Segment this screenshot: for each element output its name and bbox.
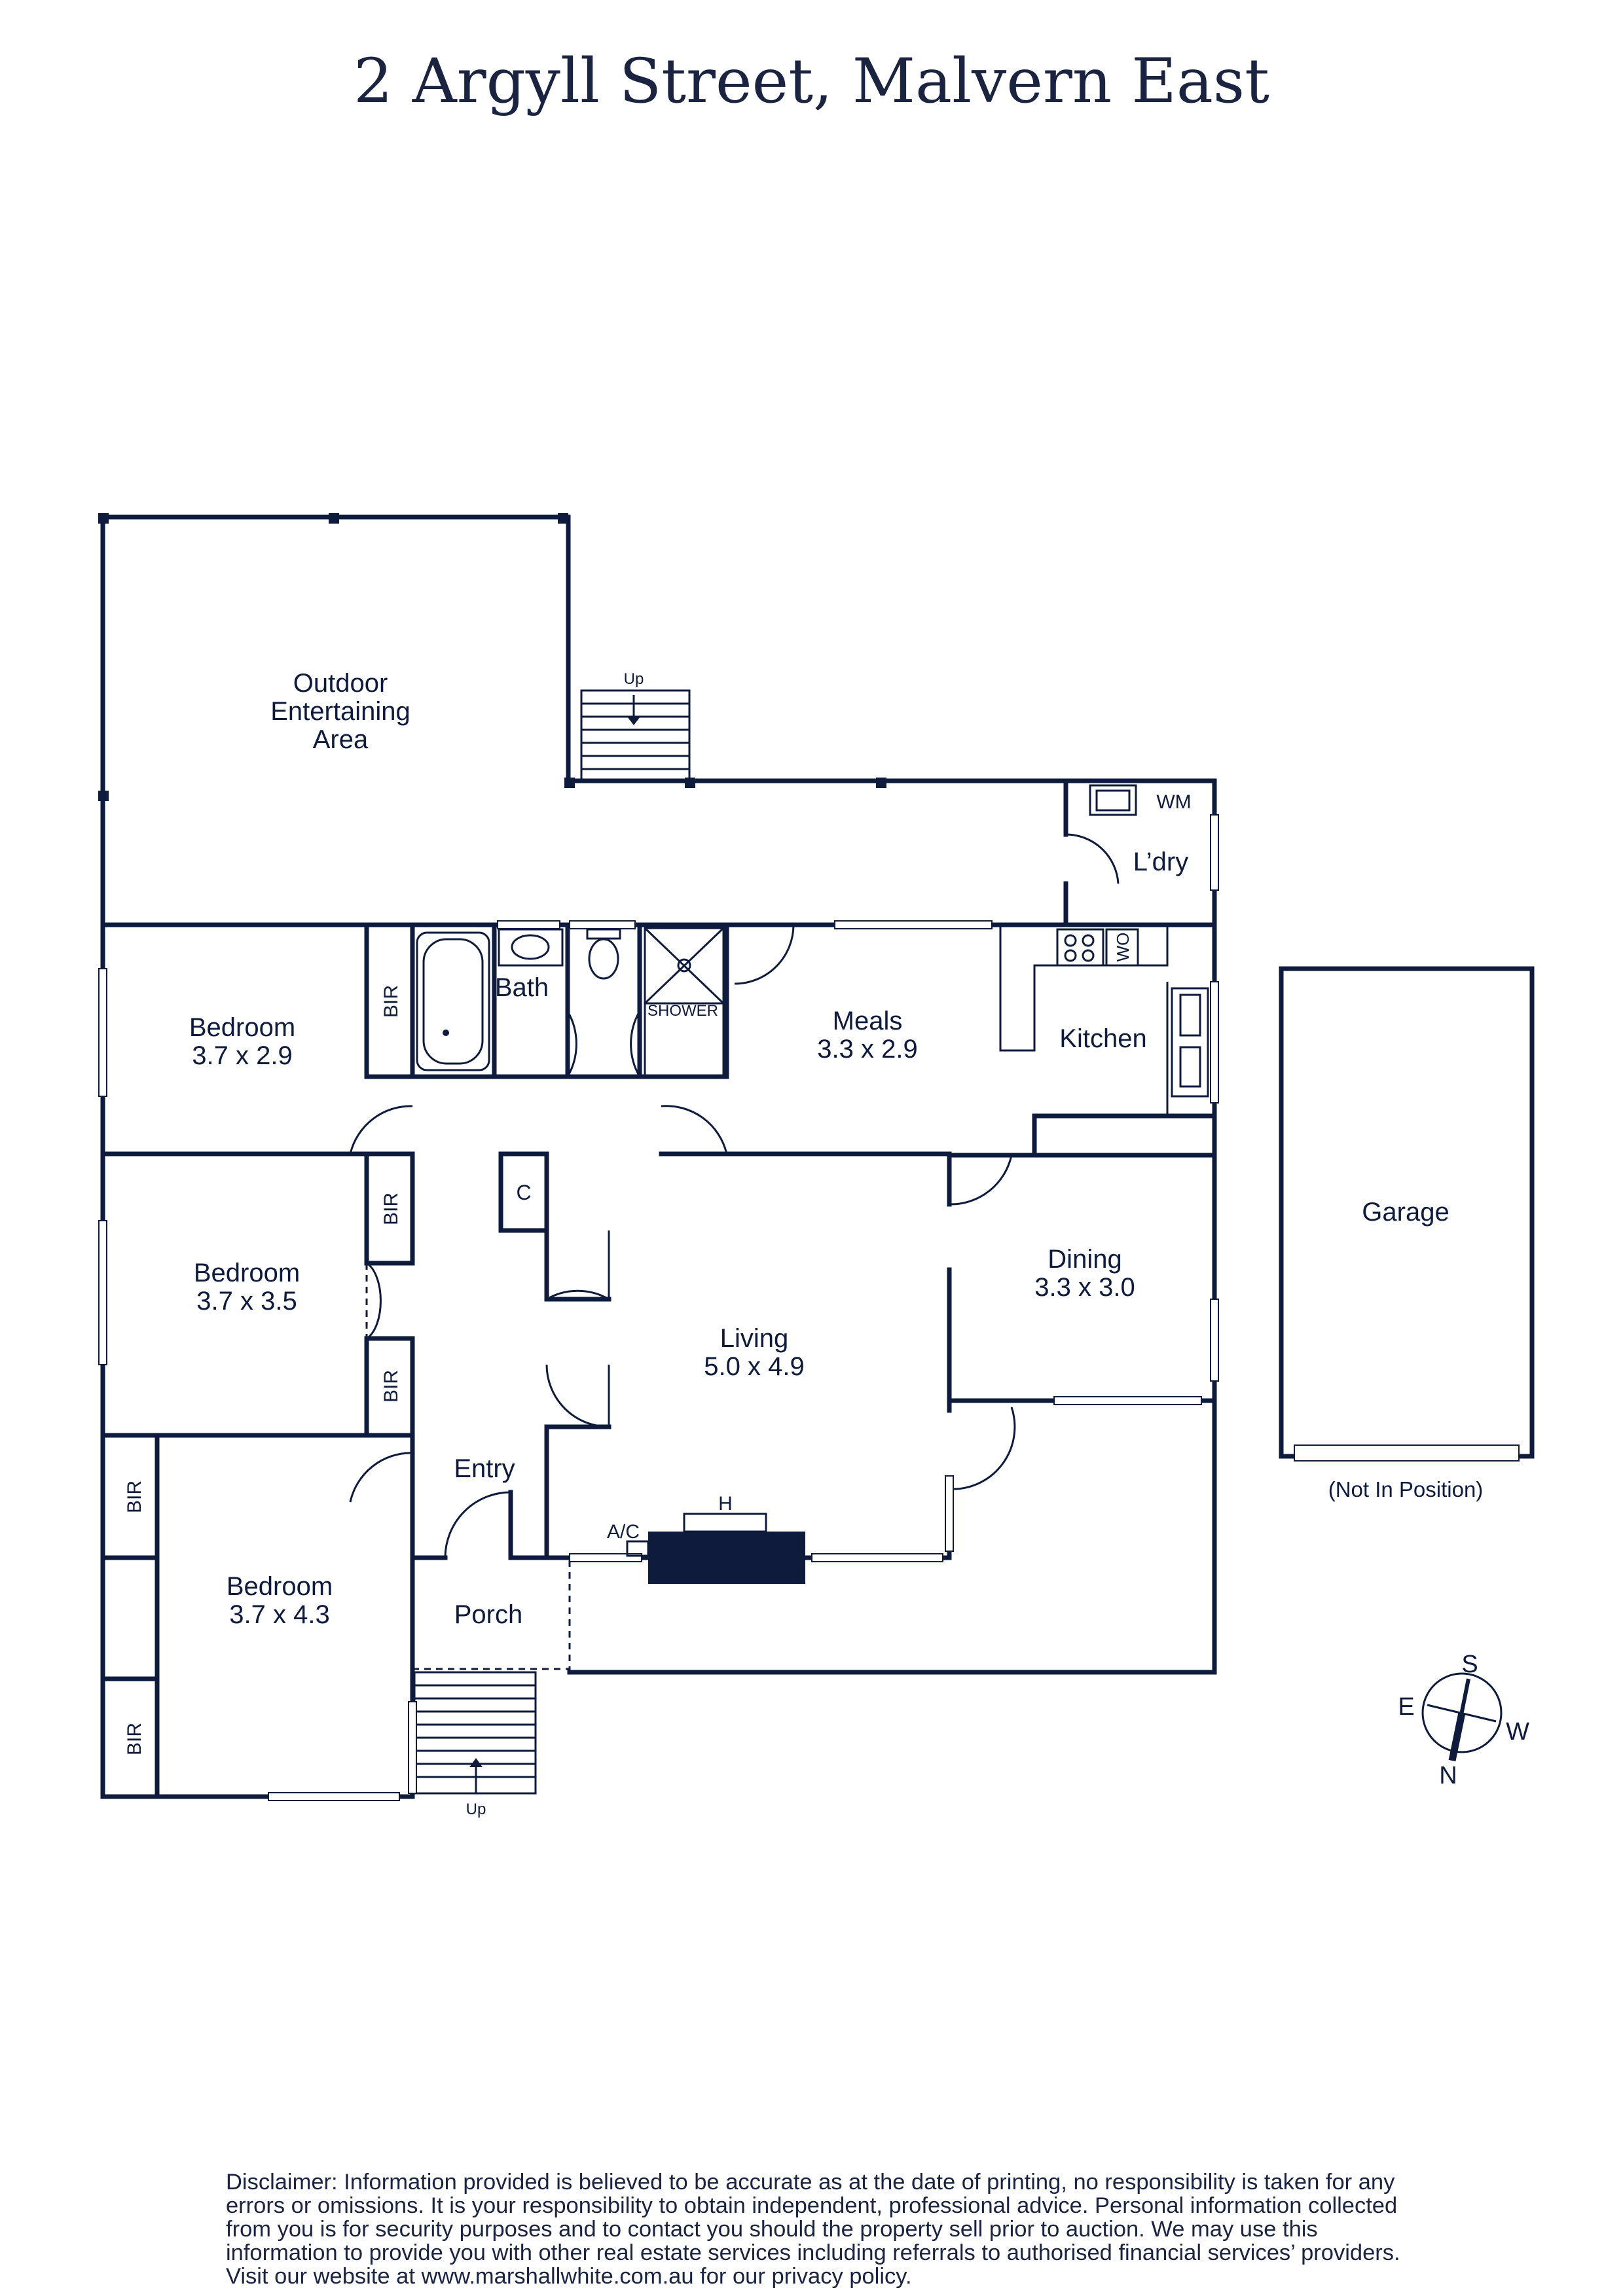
living-name: Living [720, 1324, 789, 1353]
washing-machine-label: WM [1156, 791, 1191, 813]
living-size: 5.0 x 4.9 [704, 1352, 804, 1381]
bedroom1-name: Bedroom [189, 1013, 295, 1042]
doors [349, 833, 1120, 1558]
bir-label-3: BIR [380, 1370, 402, 1403]
bedroom1-size: 3.7 x 2.9 [192, 1041, 292, 1070]
disclaimer-text: Disclaimer: Information provided is beli… [226, 2170, 1400, 2289]
meals-size: 3.3 x 2.9 [817, 1035, 917, 1064]
compass-e: E [1398, 1693, 1414, 1721]
bir-label-1: BIR [380, 985, 402, 1018]
compass-w: W [1506, 1718, 1529, 1746]
outdoor-label-1: Outdoor [293, 669, 388, 698]
windows [98, 814, 1219, 1801]
bedroom3-size: 3.7 x 4.3 [229, 1600, 329, 1629]
compass-s: S [1461, 1651, 1478, 1678]
cupboard [498, 1151, 549, 1233]
bedroom2-name: Bedroom [194, 1259, 300, 1287]
air-con-label: A/C [607, 1521, 640, 1543]
outdoor-entertaining-area [98, 513, 1217, 925]
outdoor-label-2: Entertaining [270, 697, 410, 726]
bir-label-4: BIR [124, 1480, 145, 1513]
porch-label: Porch [454, 1600, 523, 1629]
page-title: 2 Argyll Street, Malvern East [354, 46, 1269, 117]
bir-label-5: BIR [124, 1723, 145, 1755]
cupboard-label: C [516, 1181, 531, 1204]
bedroom3-name: Bedroom [227, 1572, 333, 1601]
wall-oven-label: WO [1113, 933, 1133, 962]
heater-label: H [718, 1493, 733, 1515]
bathroom-fixtures [416, 927, 725, 1078]
bath-label: Bath [495, 973, 549, 1002]
bedroom2-size: 3.7 x 3.5 [196, 1287, 297, 1316]
garage-label: Garage [1362, 1198, 1449, 1227]
garage-note: (Not In Position) [1328, 1477, 1484, 1501]
compass [1421, 1672, 1503, 1762]
heater [648, 1513, 805, 1584]
kitchen-fixtures [1056, 784, 1209, 1098]
shower-label: SHOWER [647, 1002, 718, 1020]
stairs-up-label-top: Up [624, 670, 644, 688]
rear-stairs [580, 689, 691, 782]
garage [1279, 966, 1535, 1462]
porch-boundary [412, 1558, 571, 1670]
stairs-up-label-front: Up [466, 1801, 486, 1818]
kitchen-label: Kitchen [1059, 1024, 1146, 1053]
air-conditioner [626, 1540, 649, 1557]
dining-name: Dining [1048, 1245, 1122, 1274]
bir-label-2: BIR [380, 1193, 402, 1225]
dining-size: 3.3 x 3.0 [1034, 1273, 1135, 1302]
meals-name: Meals [833, 1007, 903, 1035]
entry-label: Entry [454, 1454, 515, 1483]
outdoor-label-3: Area [313, 725, 369, 754]
front-stairs [413, 1671, 537, 1795]
laundry-label: L’dry [1133, 848, 1189, 876]
compass-n: N [1439, 1762, 1457, 1789]
